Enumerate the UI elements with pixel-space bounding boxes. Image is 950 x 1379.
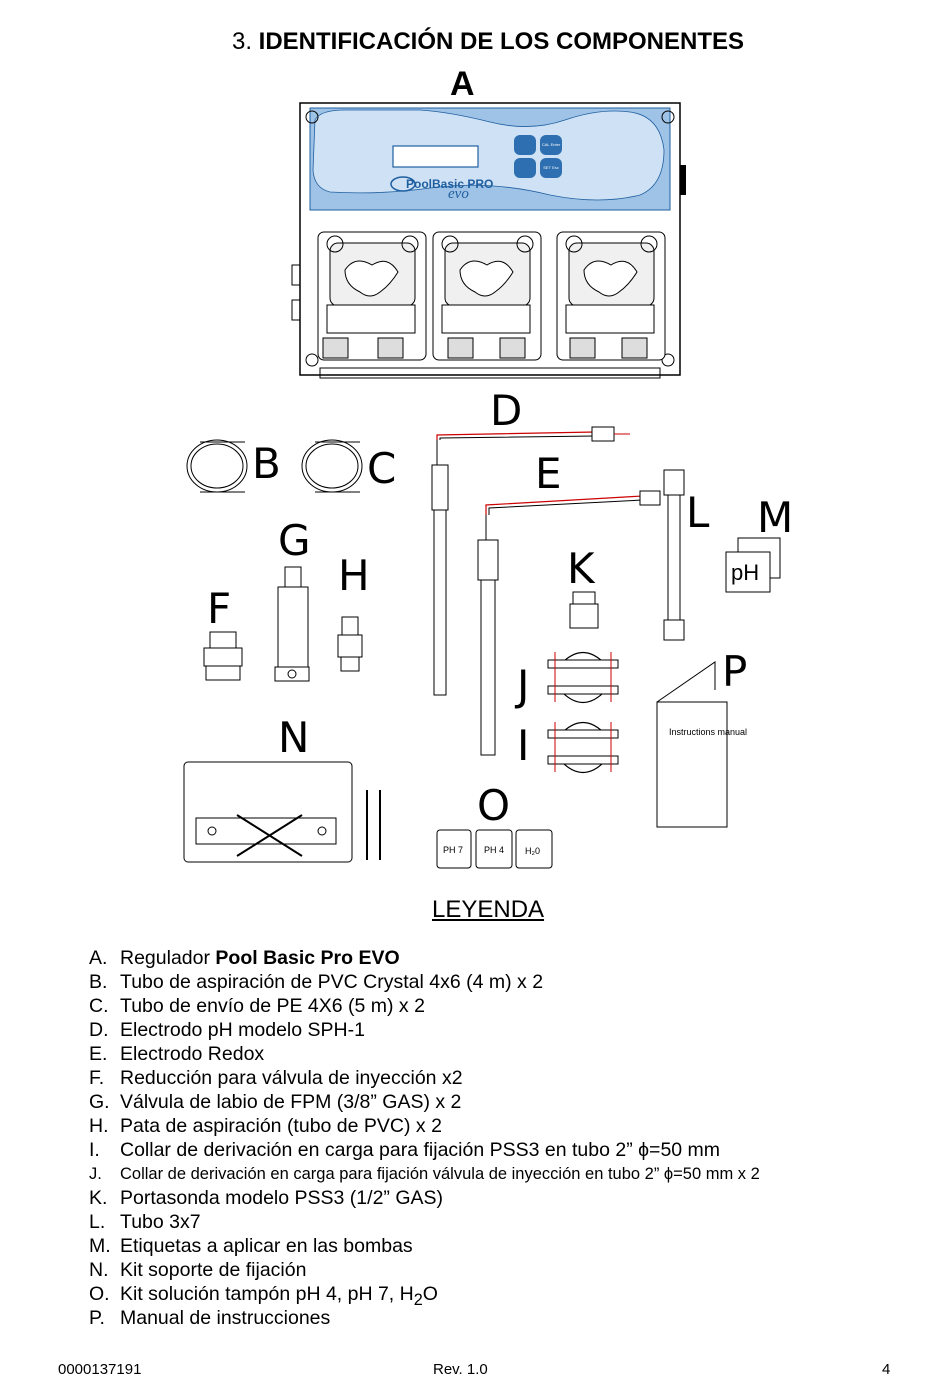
legend-item: J.Collar de derivación en carga para fij… — [89, 1165, 760, 1183]
lip-valve: G — [274, 516, 311, 682]
legend-item: F.Reducción para válvula de inyección x2 — [89, 1067, 463, 1089]
legend-item: C.Tubo de envío de PE 4X6 (5 m) x 2 — [89, 995, 425, 1017]
label-n: N — [278, 713, 309, 762]
legend-item: E.Electrodo Redox — [89, 1043, 265, 1065]
label-l: L — [686, 488, 710, 537]
label-f: F — [207, 584, 231, 633]
legend-item: N.Kit soporte de fijación — [89, 1259, 307, 1281]
ph-tags: pH M — [725, 493, 793, 593]
label-i: I — [517, 721, 529, 770]
legend-item: K.Portasonda modelo PSS3 (1/2” GAS) — [89, 1187, 443, 1209]
section-number: 3. — [231, 28, 252, 55]
bottle-ph4: PH 4 — [484, 845, 504, 855]
legend-item: L.Tubo 3x7 — [89, 1211, 201, 1233]
legend-item: D.Electrodo pH modelo SPH-1 — [89, 1019, 365, 1041]
set-button-label: SET Esc — [543, 165, 559, 170]
bottle-ph7: PH 7 — [443, 845, 463, 855]
redox-electrode: E — [477, 449, 661, 756]
legend-list: A.Regulador Pool Basic Pro EVO B.Tubo de… — [89, 946, 760, 1330]
legend-title: LEYENDA — [432, 896, 545, 923]
brand-name: PoolBasic PRO — [406, 177, 493, 191]
cal-button-label: CAL Enter — [542, 142, 561, 147]
suction-foot: H — [337, 551, 370, 672]
section-title: IDENTIFICACIÓN DE LOS COMPONENTES — [258, 28, 745, 55]
probe-collar: I — [517, 721, 619, 774]
brand-model: evo — [448, 186, 469, 202]
legend-item: A.Regulador Pool Basic Pro EVO — [89, 947, 400, 969]
pump-2 — [432, 231, 542, 361]
legend-item: O.Kit solución tampón pH 4, pH 7, H2O — [89, 1283, 438, 1309]
mounting-kit: N — [183, 713, 381, 863]
tube-3x7: L — [663, 469, 710, 641]
label-p: P — [722, 647, 747, 696]
label-b: B — [252, 439, 281, 488]
label-k: K — [567, 544, 596, 593]
ph-tag-text: pH — [731, 560, 759, 585]
injection-collar: J — [514, 651, 619, 710]
label-a: A — [450, 65, 475, 103]
probe-holder: K — [567, 544, 599, 629]
controller-device: A CAL Enter SET Esc PoolBasic PRO evo — [291, 65, 686, 379]
pump-1 — [317, 231, 427, 361]
legend-item: G.Válvula de labio de FPM (3/8” GAS) x 2 — [89, 1091, 462, 1113]
instructions-manual: Instructions manual P — [656, 647, 747, 828]
legend-item: B.Tubo de aspiración de PVC Crystal 4x6 … — [89, 971, 544, 993]
legend-item: M.Etiquetas a aplicar en las bombas — [89, 1235, 413, 1257]
manual-label: Instructions manual — [669, 727, 747, 737]
label-o: O — [477, 781, 510, 830]
buffer-solution-kit: PH 7 PH 4 H₂0 O — [436, 781, 553, 869]
label-d: D — [490, 386, 522, 435]
pump-3 — [556, 231, 666, 361]
ph-electrode: D — [431, 386, 630, 696]
label-c: C — [367, 444, 396, 493]
label-j: J — [514, 661, 529, 710]
page-number: 4 — [882, 1361, 891, 1378]
components-figure: A CAL Enter SET Esc PoolBasic PRO evo — [183, 65, 793, 869]
legend-item: H.Pata de aspiración (tubo de PVC) x 2 — [89, 1115, 442, 1137]
injection-reducer: F — [203, 584, 243, 681]
revision: Rev. 1.0 — [433, 1361, 488, 1378]
delivery-tube-coil: C — [301, 439, 396, 493]
bottle-h2o: H₂0 — [525, 846, 540, 856]
label-m: M — [757, 493, 793, 542]
suction-tube-coil: B — [186, 439, 281, 493]
legend-item: I.Collar de derivación en carga para fij… — [89, 1139, 721, 1161]
label-e: E — [535, 449, 562, 498]
label-h: H — [338, 551, 370, 600]
legend-item: P.Manual de instrucciones — [89, 1307, 331, 1329]
page-title: 3. IDENTIFICACIÓN DE LOS COMPONENTES — [0, 28, 950, 56]
label-g: G — [278, 516, 311, 565]
document-code: 0000137191 — [58, 1361, 142, 1378]
